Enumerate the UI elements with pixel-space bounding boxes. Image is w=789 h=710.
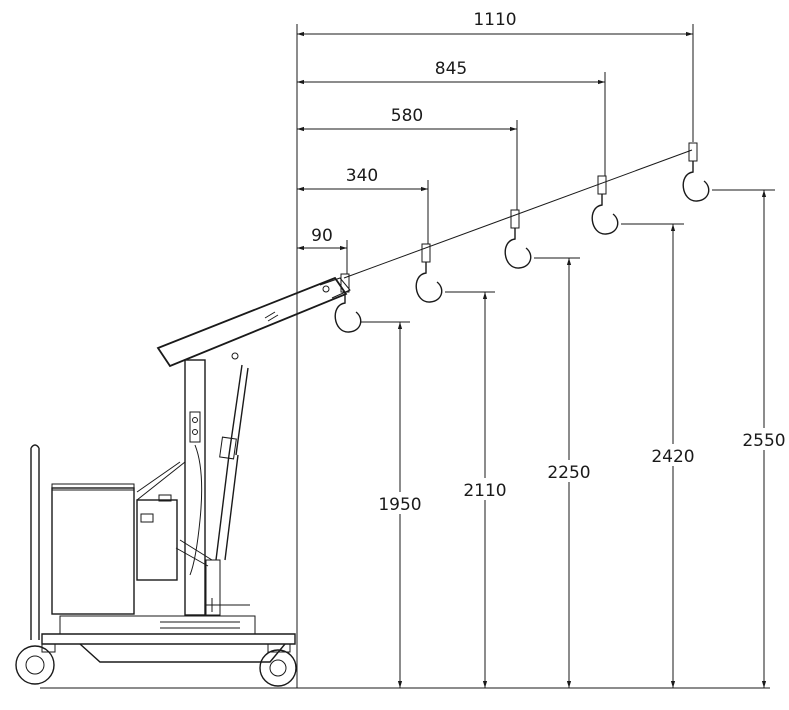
dim-1950: 1950 — [360, 321, 422, 688]
push-handle — [30, 444, 40, 640]
hook-2 — [415, 243, 443, 303]
dim-label-2110: 2110 — [463, 481, 506, 501]
dim-label-580: 580 — [391, 106, 423, 126]
base-detail — [160, 621, 240, 629]
dim-label-2250: 2250 — [547, 463, 590, 483]
mast — [184, 359, 250, 616]
hook-3 — [504, 209, 532, 269]
dim-label-845: 845 — [435, 59, 467, 79]
base-plate — [59, 615, 256, 635]
dim-2550: 2550 — [712, 189, 786, 688]
dim-label-2420: 2420 — [651, 447, 694, 467]
crane-illustration — [15, 142, 770, 689]
hook-4 — [591, 175, 619, 235]
base-skirt — [79, 643, 286, 663]
hook-5 — [682, 142, 710, 202]
dim-340: 340 — [297, 166, 429, 244]
dim-label-1110: 1110 — [473, 10, 516, 30]
base-frame — [41, 633, 296, 645]
dim-90: 90 — [297, 226, 348, 274]
dim-580: 580 — [297, 106, 518, 210]
front-wheel — [259, 644, 297, 687]
dim-2420: 2420 — [621, 223, 695, 688]
dim-2250: 2250 — [534, 257, 591, 688]
hook-1 — [334, 273, 362, 333]
bracket — [136, 461, 186, 501]
hook-path-line — [343, 149, 693, 279]
boom — [156, 276, 351, 368]
hydraulic-ram — [215, 364, 249, 561]
power-unit — [51, 483, 178, 615]
dim-label-340: 340 — [346, 166, 378, 186]
dim-1110: 1110 — [297, 10, 694, 142]
dim-label-90: 90 — [311, 226, 333, 246]
dim-2110: 2110 — [445, 291, 507, 688]
dim-label-1950: 1950 — [378, 495, 421, 515]
hose — [189, 444, 203, 576]
dim-845: 845 — [297, 59, 606, 176]
rear-wheel — [15, 644, 56, 685]
dimension-lines: 1110 845 580 340 90 1950 — [296, 10, 786, 688]
dim-label-2550: 2550 — [742, 431, 785, 451]
